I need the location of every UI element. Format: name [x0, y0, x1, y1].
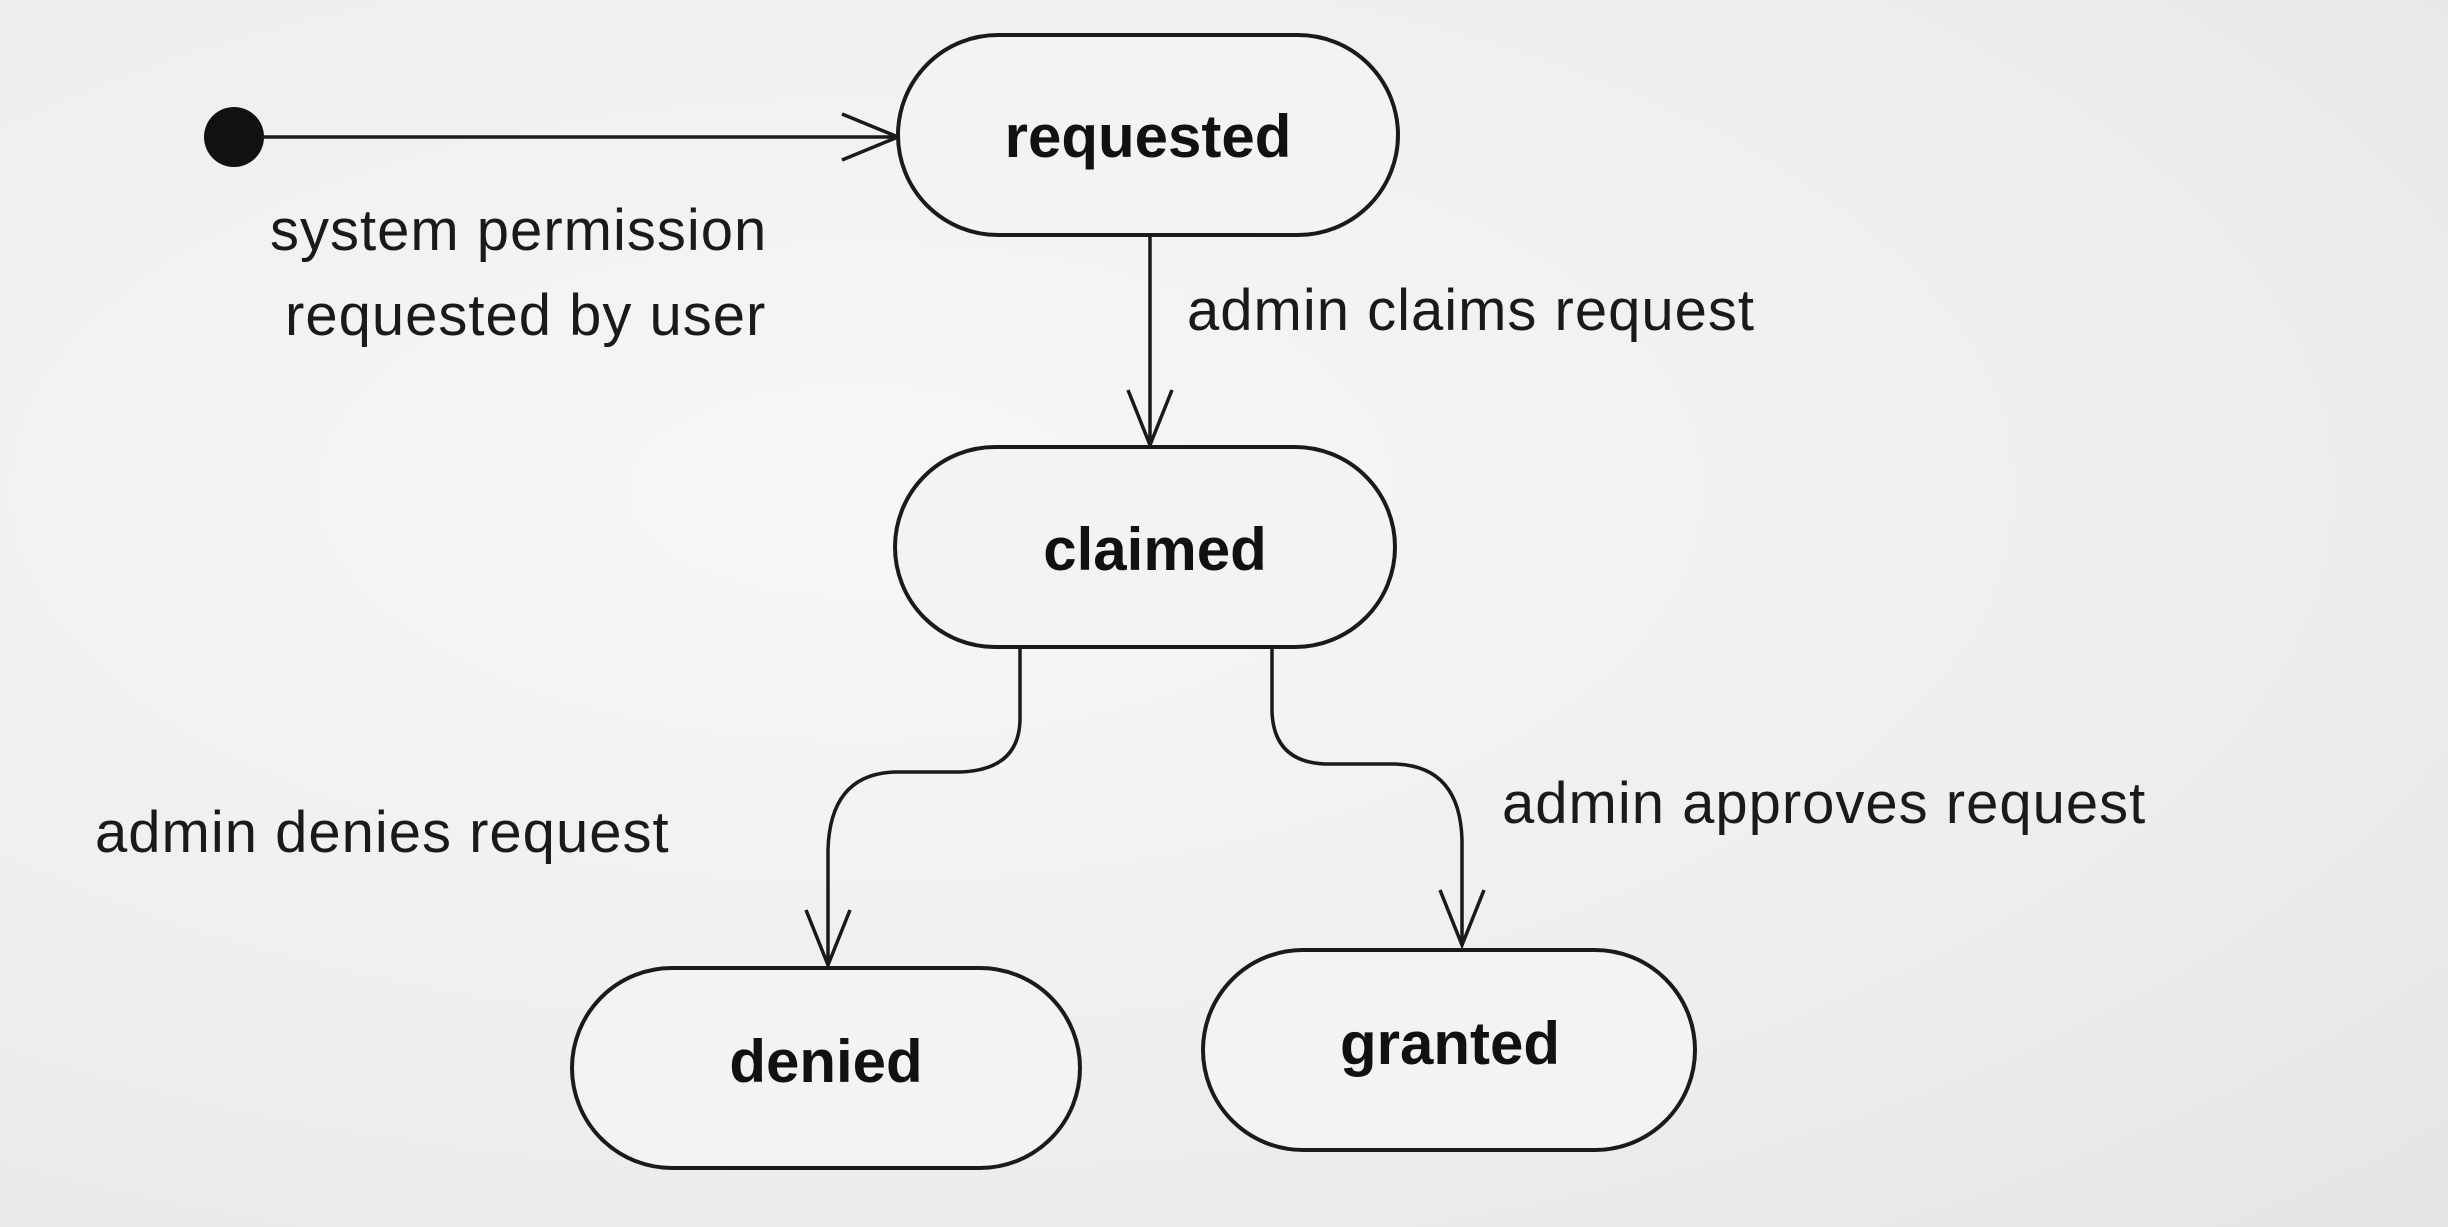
state-requested: requested — [896, 33, 1400, 237]
state-denied-shape — [570, 966, 1082, 1170]
state-granted: granted — [1201, 948, 1697, 1152]
initial-transition-label-line1: system permission — [270, 198, 767, 263]
state-requested-label: requested — [1005, 103, 1292, 170]
initial-state-dot — [204, 107, 264, 167]
approve-transition-arrowhead — [1438, 889, 1486, 950]
deny-transition-line — [826, 647, 1022, 965]
initial-transition-label-line2: requested by user — [285, 283, 766, 348]
state-requested-shape — [896, 33, 1400, 237]
state-claimed-label: claimed — [1043, 516, 1266, 583]
claim-transition-label: admin claims request — [1187, 278, 1755, 343]
state-granted-shape — [1201, 948, 1697, 1152]
approve-transition-line — [1270, 647, 1464, 945]
approve-transition-label: admin approves request — [1502, 771, 2146, 836]
state-denied-label: denied — [729, 1028, 922, 1095]
deny-transition-arrowhead — [804, 909, 852, 970]
state-granted-label: granted — [1340, 1010, 1560, 1077]
deny-transition — [804, 647, 1022, 970]
approve-transition — [1270, 647, 1486, 950]
initial-transition — [264, 112, 903, 162]
deny-transition-label: admin denies request — [95, 800, 670, 865]
state-denied: denied — [570, 966, 1082, 1170]
state-claimed-shape — [893, 445, 1397, 649]
claim-transition — [1126, 235, 1174, 450]
state-claimed: claimed — [893, 445, 1397, 649]
